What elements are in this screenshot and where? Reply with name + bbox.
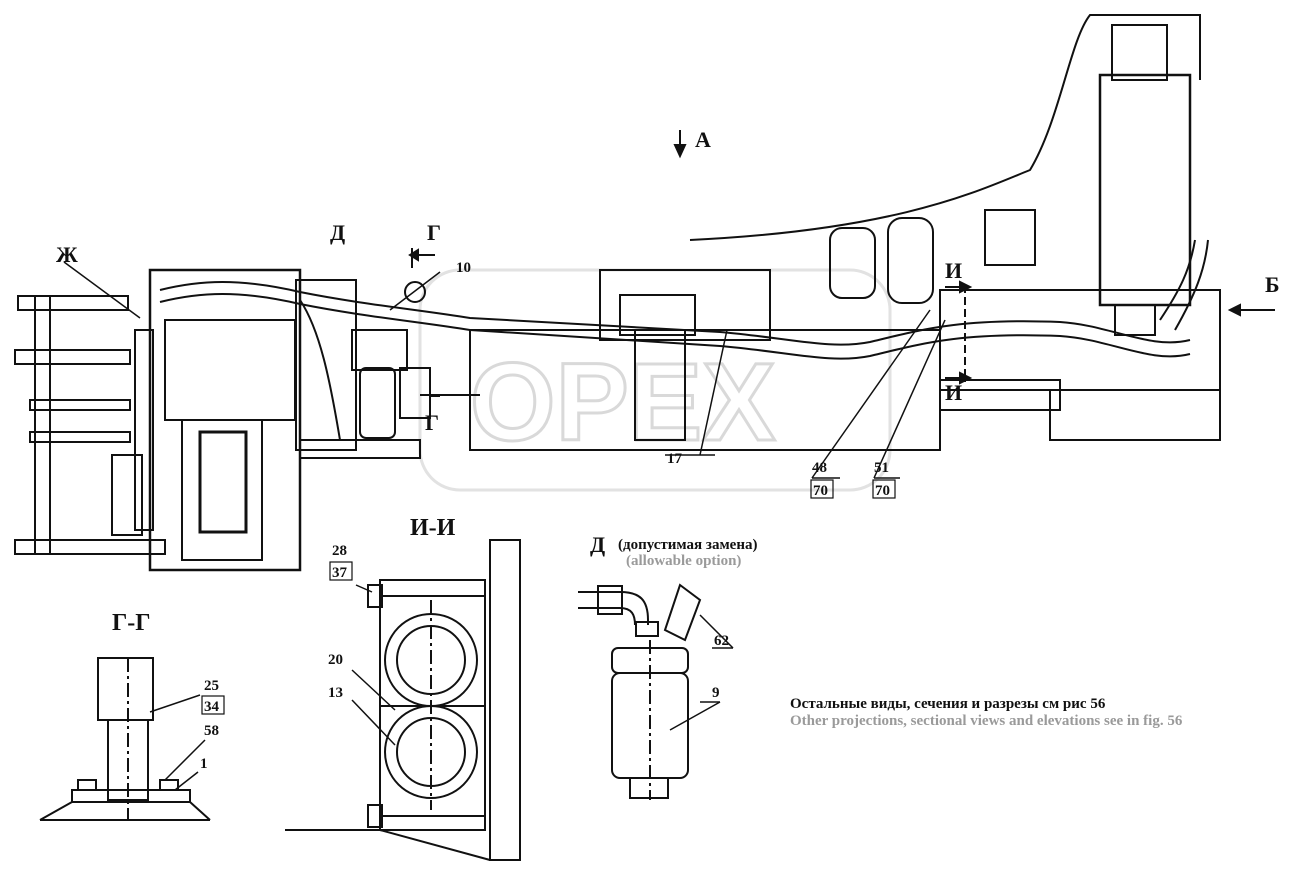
view-label-zh: Ж [56, 242, 78, 267]
note-en: Other projections, sectional views and e… [790, 713, 1183, 729]
view-label-i-top: И [945, 258, 962, 283]
option-d-drawing [578, 583, 702, 800]
section-markers [408, 130, 1275, 397]
part-label-17: 17 [667, 451, 683, 467]
part-label-62: 62 [714, 633, 729, 649]
option-d-caption-en: (allowable option) [626, 553, 741, 569]
section-ii-drawing [285, 539, 521, 861]
section-title-ii: И-И [410, 515, 456, 541]
part-box-37 [329, 561, 353, 581]
section-ii-leaders [351, 584, 396, 746]
part-label-10: 10 [456, 260, 471, 276]
leader-lines [63, 261, 946, 479]
part-label-9: 9 [712, 685, 720, 701]
part-box-70a [810, 479, 834, 499]
section-gg-leaders [149, 694, 206, 791]
view-label-b: Б [1265, 272, 1280, 297]
part-label-51: 51 [874, 460, 889, 476]
part-label-13: 13 [328, 685, 343, 701]
part-label-1: 1 [200, 756, 208, 772]
part-label-58: 58 [204, 723, 219, 739]
view-label-g-bottom: Г [425, 410, 439, 435]
section-gg-drawing [39, 657, 211, 821]
part-label-34: 34 [204, 699, 220, 715]
part-label-20: 20 [328, 652, 343, 668]
view-label-a: А [695, 127, 711, 152]
part-label-25: 25 [204, 678, 219, 694]
part-label-70a: 70 [813, 483, 828, 499]
watermark-text: OPEX [470, 341, 776, 464]
part-label-28: 28 [332, 543, 347, 559]
part-box-34 [201, 695, 225, 715]
option-d-leaders [669, 614, 734, 731]
part-box-70b [872, 479, 896, 499]
part-label-48: 48 [812, 460, 827, 476]
view-label-i-bottom: И [945, 380, 962, 405]
main-assembly-view [14, 14, 1221, 572]
part-label-70b: 70 [875, 483, 890, 499]
section-title-gg: Г-Г [112, 610, 151, 636]
view-label-d: Д [330, 220, 345, 245]
view-label-g-top: Г [427, 220, 441, 245]
watermark: OPEX [418, 268, 892, 492]
hose-lines [159, 239, 1209, 441]
option-d-letter: Д [590, 532, 605, 557]
option-d-caption-ru: (допустимая замена) [618, 537, 757, 553]
note-ru: Остальные виды, сечения и разрезы см рис… [790, 696, 1106, 712]
part-label-37: 37 [332, 565, 348, 581]
